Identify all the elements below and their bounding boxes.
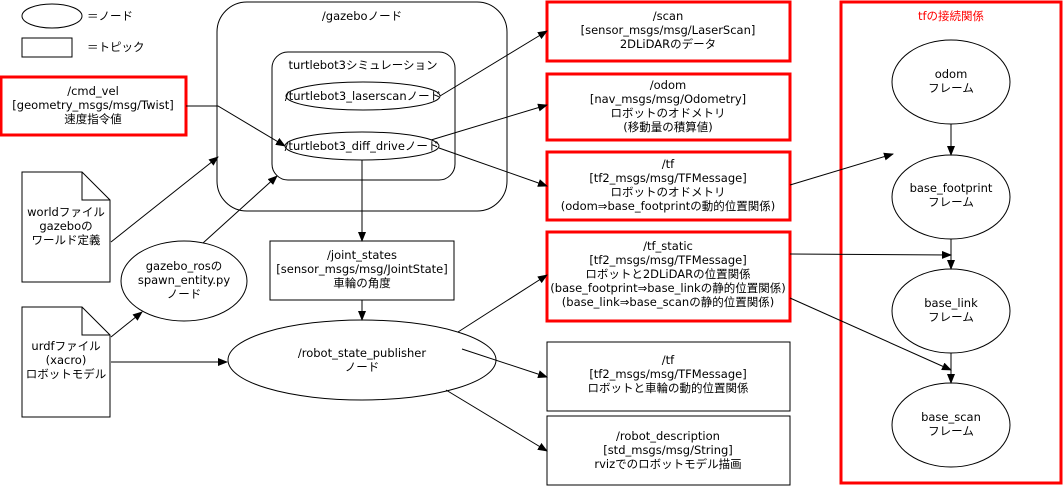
edge-world-to-gazebo [110,156,219,243]
world-file: worldファイル gazeboの ワールド定義 [21,171,111,283]
edge-tf-to-odom-frame [789,152,894,186]
tf-panel-border [839,0,1063,485]
tf-gazebo-desc2: (odom⇒base_footprintの動的位置関係) [561,199,776,213]
edge-laserscan-to-scan [439,30,548,97]
base-footprint-frame-line2: フレーム [928,195,974,209]
urdf-file: urdfファイル (xacro) ロボットモデル [21,306,111,418]
base-scan-frame-line2: フレーム [928,424,974,438]
urdf-file-line1: urdfファイル [31,339,100,353]
gazebo-node-title: /gazeboノード [322,9,402,23]
scan-type: [sensor_msgs/msg/LaserScan] [581,23,756,37]
odom-name: /odom [650,78,686,92]
world-file-line1: worldファイル [27,205,105,219]
base-link-frame-line2: フレーム [928,310,974,324]
robot-state-publisher-line1: /robot_state_publisher [298,346,426,360]
tf-gazebo-name: /tf [662,157,675,171]
laserscan-node-label: /turtlebot3_laserscanノード [285,89,441,103]
tf-static-topic: /tf_static [tf2_msgs/msg/TFMessage] ロボット… [545,230,792,323]
odom-type: [nav_msgs/msg/Odometry] [590,92,746,106]
tf-rsp-topic: /tf [tf2_msgs/msg/TFMessage] ロボットと車輪の動的位… [546,341,791,412]
diff-drive-node-label: /turtlebot3_diff_driveノード [285,139,440,153]
cmd-vel-type: [geometry_msgs/msg/Twist] [12,98,173,112]
legend-topic-label: ＝トピック [87,40,145,54]
tf-static-name: /tf_static [643,239,693,253]
odom-desc: ロボットのオドメトリ [611,106,726,120]
edge-rsp-to-tf [461,348,548,378]
edge-tf-static-to-base-link [789,250,952,259]
edge-cmd-vel-to-diff-drive [186,105,286,147]
tf-rsp-name: /tf [662,353,675,367]
tf-gazebo-topic: /tf [tf2_msgs/msg/TFMessage] ロボットのオドメトリ … [545,150,792,222]
tf-static-desc2: (base_footprint⇒base_linkの静的位置関係) [550,281,785,295]
urdf-file-line3: ロボットモデル [26,367,107,381]
tf-gazebo-desc: ロボットのオドメトリ [611,185,726,199]
tf-static-type: [tf2_msgs/msg/TFMessage] [589,253,746,267]
odom-frame-line1: odom [935,67,968,81]
scan-desc: 2DLiDARのデータ [620,37,716,51]
tf-static-desc3: (base_link⇒base_scanの静的位置関係) [562,295,774,309]
robot-state-publisher-node: /robot_state_publisher ノード [227,319,497,401]
edge-diff-drive-to-odom [430,103,548,141]
joint-states-desc: 車輪の角度 [333,276,391,290]
edge-urdf-to-spawn-entity [110,311,143,338]
robot-state-publisher-line2: ノード [345,360,380,374]
odom-topic: /odom [nav_msgs/msg/Odometry] ロボットのオドメトリ… [545,72,792,142]
urdf-file-line2: (xacro) [46,353,87,367]
legend-node-shape [21,3,83,29]
scan-topic: /scan [sensor_msgs/msg/LaserScan] 2DLiDA… [545,0,792,63]
scan-name: /scan [653,9,684,23]
joint-states-topic: /joint_states [sensor_msgs/msg/JointStat… [269,240,455,301]
legend-topic-shape [21,37,73,58]
spawn-entity-line2: spawn_entity.py [138,273,230,287]
spawn-entity-line1: gazebo_rosの [146,259,223,273]
legend: ＝ノード ＝トピック [21,3,145,58]
edge-rsp-to-robot-description [445,389,548,452]
tf-connection-panel: tfの接続関係 odom フレーム base_footprint フレーム ba… [839,0,1063,485]
tf-rsp-desc: ロボットと車輪の動的位置関係 [588,381,749,395]
tf-gazebo-type: [tf2_msgs/msg/TFMessage] [589,171,746,185]
edge-tf-static-to-base-scan [789,297,952,371]
tf-rsp-type: [tf2_msgs/msg/TFMessage] [589,367,746,381]
spawn-entity-node: gazebo_rosの spawn_entity.py ノード [120,240,248,322]
edge-spawn-entity-to-sim [202,175,278,244]
robot-description-desc: rvizでのロボットモデル描画 [594,457,741,471]
legend-node-label: ＝ノード [87,9,133,23]
world-file-line2: gazeboの [39,219,92,233]
base-scan-frame-line1: base_scan [921,410,981,424]
edge-rsp-to-tf-static [457,274,548,333]
robot-description-topic: /robot_description [std_msgs/msg/String]… [546,415,791,486]
tf-static-desc: ロボットと2DLiDARの位置関係 [585,267,750,281]
world-file-line3: ワールド定義 [32,233,101,247]
joint-states-type: [sensor_msgs/msg/JointState] [276,262,447,276]
turtlebot3-simulation-title: turtlebot3シミュレーション [288,58,437,72]
tf-panel-title: tfの接続関係 [918,9,984,23]
odom-desc2: (移動量の積算値) [623,120,712,134]
gazebo-node-group: /gazeboノード turtlebot3シミュレーション /turtlebot… [216,1,508,212]
joint-states-name: /joint_states [327,248,397,262]
edge-diff-drive-to-tf [438,147,548,187]
robot-description-name: /robot_description [616,429,720,443]
spawn-entity-line3: ノード [167,287,202,301]
odom-frame-line2: フレーム [928,81,974,95]
base-link-frame-line1: base_link [924,296,978,310]
base-footprint-frame-line1: base_footprint [910,181,993,195]
edges [110,30,955,452]
cmd-vel-name: /cmd_vel [67,84,119,98]
cmd-vel-desc: 速度指令値 [64,112,122,126]
robot-description-type: [std_msgs/msg/String] [603,443,733,457]
cmd-vel-topic: /cmd_vel [geometry_msgs/msg/Twist] 速度指令値 [0,75,188,137]
